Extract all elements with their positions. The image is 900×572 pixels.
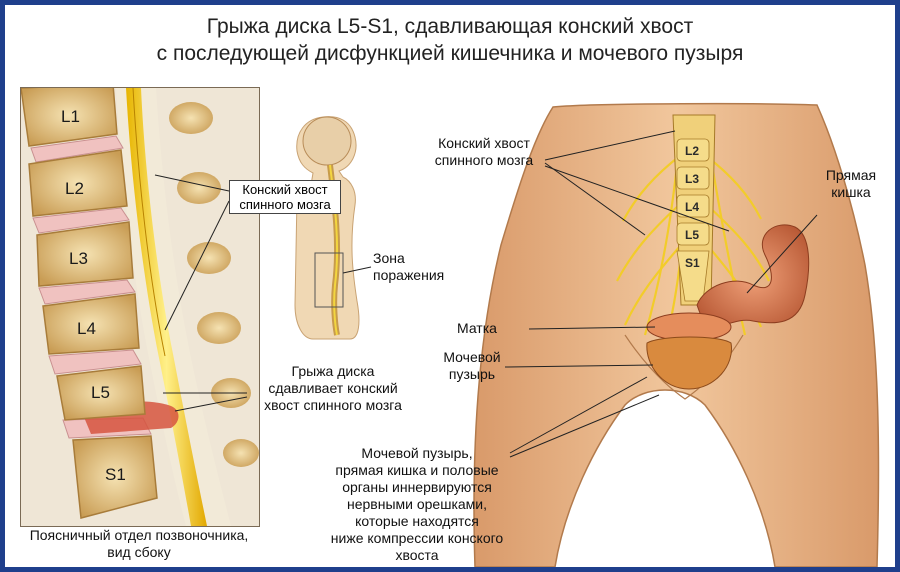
note-line-2: прямая кишка и половые	[335, 462, 499, 478]
spine-caption: Поясничный отдел позвоночника, вид сбоку	[5, 527, 273, 561]
zone-label-line-1: Зона	[373, 250, 405, 266]
pelvis-cauda-label: Конский хвост спинного мозга	[425, 135, 543, 169]
callout-hernia-line-3: хвост спинного мозга	[264, 397, 402, 413]
zone-label-line-2: поражения	[373, 267, 445, 283]
pelvis-leader-lines	[504, 130, 818, 458]
bladder	[646, 336, 732, 390]
diagram-title: Грыжа диска L5-S1, сдавливающая конский …	[5, 13, 895, 67]
note-line-3: органы иннервируются	[342, 479, 492, 495]
note-line-4: нервными орешками,	[346, 496, 487, 512]
vertebra-label-L4: L4	[77, 319, 96, 338]
uterus	[646, 312, 732, 342]
callout-cauda-box: Конский хвост спинного мозга	[229, 180, 341, 214]
human-silhouette	[294, 116, 372, 340]
vertebra-label-L1: L1	[61, 107, 80, 126]
spinal-cord	[126, 88, 207, 526]
callout-cauda-line-2: спинного мозга	[239, 197, 331, 212]
pelvis-vertebra-L5: L5	[685, 228, 699, 242]
callout-hernia: Грыжа диска сдавливает конский хвост спи…	[245, 363, 421, 414]
bladder-label-line-2: пузырь	[448, 366, 496, 382]
lesion-zone-box	[314, 252, 344, 308]
rectum-label: Прямая кишка	[817, 167, 885, 201]
spine-caption-line-1: Поясничный отдел позвоночника,	[29, 527, 249, 543]
note-line-5: которые находятся	[355, 513, 479, 529]
note-line-1: Мочевой пузырь,	[361, 445, 473, 461]
spine-caption-line-2: вид сбоку	[107, 544, 171, 560]
vertebra-label-L5: L5	[91, 383, 110, 402]
rectum-label-line-2: кишка	[831, 184, 871, 200]
callout-cauda-line-1: Конский хвост	[242, 182, 328, 197]
pelvis-vertebra-L2: L2	[685, 144, 699, 158]
innervation-note: Мочевой пузырь, прямая кишка и половые о…	[311, 445, 523, 564]
zone-label: Зона поражения	[373, 250, 444, 284]
vertebra-label-L2: L2	[65, 179, 84, 198]
pelvis-vertebra-L4: L4	[685, 200, 699, 214]
pelvis-cauda-line-2: спинного мозга	[434, 152, 534, 168]
pelvis-vertebra-S1: S1	[685, 256, 700, 270]
cauda-equina-nerves	[616, 122, 770, 346]
rectum-label-line-1: Прямая	[825, 167, 877, 183]
spine-side-view: L1 L2 L3 L4 L5 S1	[20, 87, 260, 527]
bladder-label-line-1: Мочевой	[443, 349, 501, 365]
bladder-label: Мочевой пузырь	[435, 349, 509, 383]
pelvis-cauda-line-1: Конский хвост	[438, 135, 530, 151]
vertebral-bodies	[21, 88, 158, 519]
title-line-2: с последующей дисфункцией кишечника и мо…	[156, 42, 744, 65]
pelvis-vertebra-L3: L3	[685, 172, 699, 186]
callout-hernia-line-1: Грыжа диска	[291, 363, 375, 379]
note-line-7: хвоста	[395, 547, 439, 563]
callout-hernia-line-2: сдавливает конский	[268, 380, 398, 396]
rectum	[696, 224, 810, 329]
spine-illustration: L1 L2 L3 L4 L5 S1	[21, 88, 259, 526]
vertebra-label-S1: S1	[105, 465, 126, 484]
title-line-1: Грыжа диска L5-S1, сдавливающая конский …	[206, 15, 694, 38]
uterus-label: Матка	[457, 320, 497, 336]
pelvis-spine-column	[672, 114, 716, 306]
note-line-6: ниже компрессии конского	[330, 530, 504, 546]
vertebra-label-L3: L3	[69, 249, 88, 268]
